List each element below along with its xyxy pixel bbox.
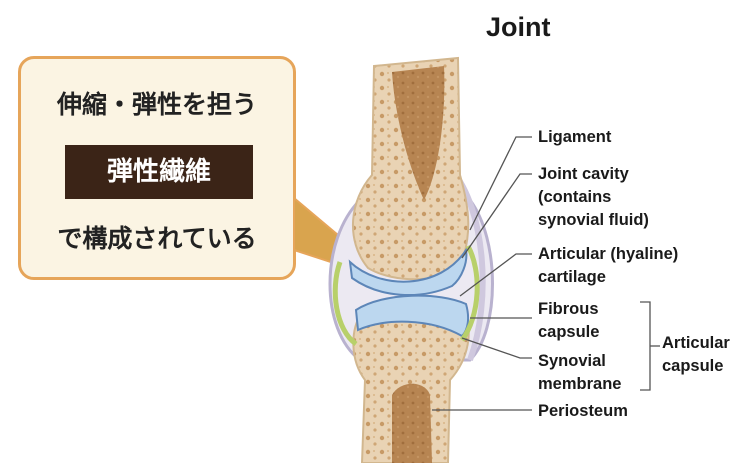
label-cartilage-1: Articular (hyaline) [538, 245, 679, 263]
upper-marrow [392, 66, 445, 200]
leader-lines [432, 136, 660, 411]
label-fibrous-1: Fibrous [538, 300, 599, 318]
label-ligament: Ligament [538, 128, 612, 146]
lower-cartilage [354, 294, 470, 338]
callout-text-top: 伸縮・弾性を担う [56, 90, 257, 119]
label-joint-cavity-3: synovial fluid) [538, 211, 649, 229]
label-articular-capsule-2: capsule [662, 357, 724, 375]
label-joint-cavity-2: (contains [538, 188, 612, 206]
diagram-title: Joint [486, 12, 551, 42]
label-joint-cavity-1: Joint cavity [538, 165, 629, 183]
label-articular-capsule-1: Articular [662, 334, 730, 352]
label-synovial-1: Synovial [538, 352, 606, 370]
callout-text-bottom: で構成されている [57, 224, 257, 253]
lower-marrow [392, 383, 432, 463]
label-synovial-2: membrane [538, 375, 622, 393]
synovial-membrane-shape [332, 261, 358, 347]
label-cartilage-2: cartilage [538, 268, 606, 286]
label-periosteum: Periosteum [538, 402, 628, 420]
label-fibrous-2: capsule [538, 323, 600, 341]
upper-cartilage [348, 247, 468, 296]
synovial-membrane-shape-right [459, 244, 480, 342]
callout-highlight-tag: 弾性繊維 [65, 145, 253, 199]
callout-box: 伸縮・弾性を担う 弾性繊維 で構成されている [18, 56, 296, 280]
